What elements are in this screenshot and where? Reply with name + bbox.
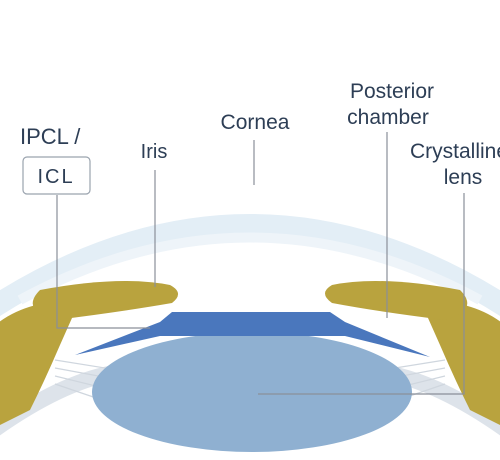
icl-label-box — [22, 156, 91, 195]
cornea-arc — [0, 214, 500, 317]
label-crystalline-lens-line2: lens — [444, 166, 483, 189]
label-ipcl: IPCL / — [20, 124, 81, 149]
label-crystalline-lens-line1: Crystalline — [410, 140, 500, 163]
label-posterior-chamber-line2: chamber — [347, 106, 429, 129]
iris-right — [325, 281, 468, 320]
icl-implant — [75, 312, 430, 357]
leader-crystalline — [258, 193, 465, 395]
label-icl: ICL — [37, 166, 74, 188]
cornea-inner-arc — [17, 232, 483, 305]
leader-lines — [56, 132, 465, 395]
crystalline-lens — [92, 332, 412, 452]
label-cornea: Cornea — [221, 111, 290, 134]
label-posterior-chamber-line1: Posterior — [350, 80, 434, 103]
label-iris: Iris — [141, 141, 168, 163]
leader-ipcl — [56, 195, 150, 329]
ciliary-body-right — [420, 300, 500, 425]
ciliary-body-left — [0, 300, 80, 425]
iris-left — [32, 281, 179, 320]
